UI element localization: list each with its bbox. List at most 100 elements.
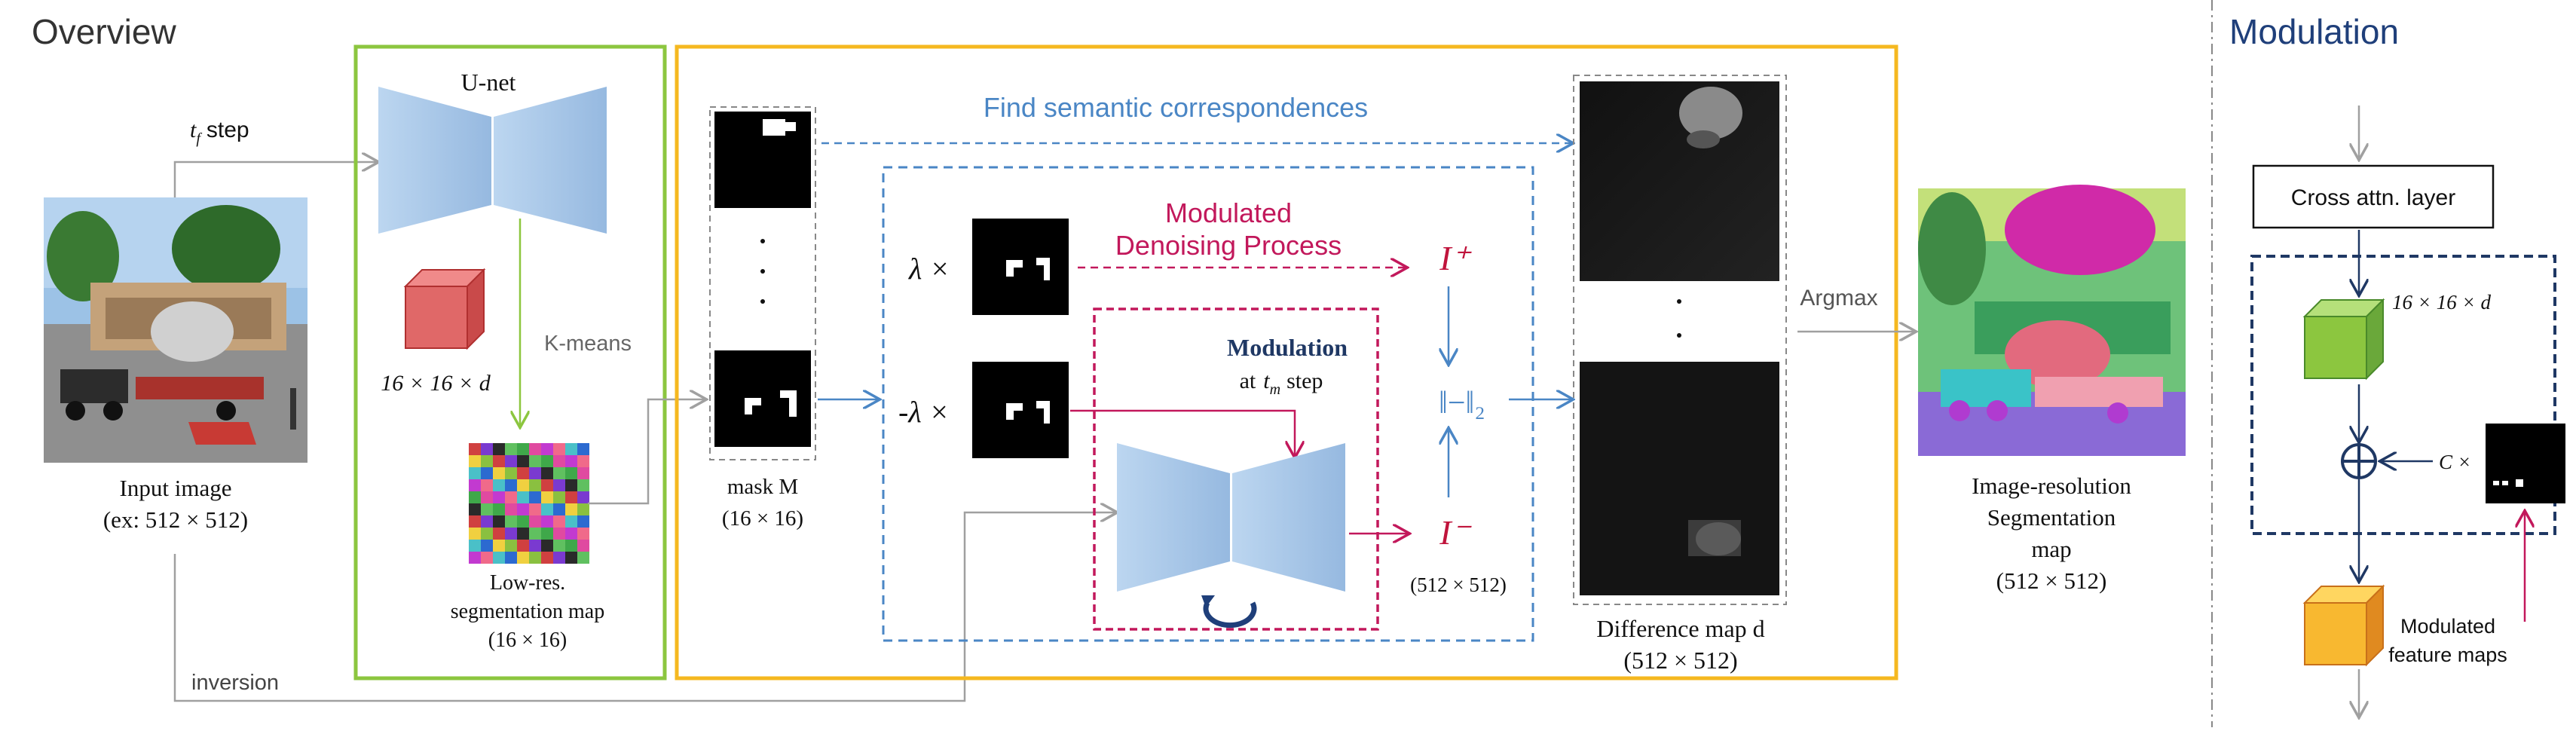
mosaic-cell	[541, 540, 553, 552]
lowres-label-2: segmentation map	[451, 600, 605, 623]
mosaic-cell	[469, 467, 481, 479]
lowres-segmentation-map	[469, 443, 589, 564]
mosaic-cell	[541, 479, 553, 491]
mod-mask	[2486, 424, 2565, 503]
orange-feature-cube	[2302, 584, 2385, 667]
mosaic-cell	[469, 552, 481, 564]
mosaic-cell	[565, 443, 577, 455]
mosaic-cell	[469, 503, 481, 515]
mosaic-cell	[517, 491, 529, 503]
mosaic-cell	[493, 528, 505, 540]
inversion-arrow	[173, 512, 1115, 702]
diff-stack-box	[1573, 75, 1787, 605]
mosaic-cell	[469, 455, 481, 467]
mosaic-cell	[517, 479, 529, 491]
mosaic-cell	[553, 540, 565, 552]
denoise-unet-shape	[1117, 443, 1345, 592]
mosaic-cell	[505, 528, 517, 540]
input-image	[44, 197, 307, 463]
mosaic-cell	[577, 515, 589, 528]
diff-map-bottom	[1580, 362, 1779, 595]
mosaic-cell	[481, 467, 493, 479]
mosaic-cell	[565, 528, 577, 540]
loop-icon	[1201, 595, 1257, 629]
mosaic-cell	[565, 552, 577, 564]
mosaic-cell	[541, 515, 553, 528]
unet-frame	[353, 44, 667, 681]
mosaic-cell	[517, 443, 529, 455]
mosaic-cell	[541, 552, 553, 564]
green-feature-cube	[2302, 298, 2385, 381]
i-size-label: (512 × 512)	[1410, 573, 1507, 596]
diff-ellipsis	[1677, 299, 1681, 338]
mosaic-cell	[481, 455, 493, 467]
kmeans-label: K-means	[544, 332, 632, 356]
mosaic-cell	[565, 479, 577, 491]
mosaic-cell	[529, 503, 541, 515]
modulated-denoising-label-2: Denoising Process	[1115, 230, 1342, 261]
seg-label-2: Segmentation	[1987, 504, 2116, 531]
correspondence-label: Find semantic correspondences	[984, 92, 1368, 123]
mosaic-cell	[481, 540, 493, 552]
mosaic-cell	[493, 443, 505, 455]
mod-output-label-1: Modulated	[2400, 615, 2495, 638]
tf-step-arrow	[173, 162, 377, 197]
mosaic-cell	[541, 528, 553, 540]
mosaic-cell	[517, 540, 529, 552]
mosaic-cell	[517, 528, 529, 540]
mosaic-cell	[469, 491, 481, 503]
mosaic-cell	[541, 491, 553, 503]
feature-cube-red	[403, 268, 486, 350]
mosaic-cell	[565, 455, 577, 467]
mosaic-cell	[553, 467, 565, 479]
mosaic-cell	[565, 467, 577, 479]
modulation-title: Modulation	[2229, 12, 2399, 51]
mosaic-cell	[493, 503, 505, 515]
input-label: Input image	[120, 475, 232, 501]
diff-map-top	[1580, 81, 1779, 281]
modulation-bold-label: Modulation	[1227, 334, 1348, 361]
mosaic-cell	[529, 443, 541, 455]
mosaic-cell	[505, 455, 517, 467]
mosaic-cell	[565, 503, 577, 515]
mosaic-cell	[529, 528, 541, 540]
diff-label: Difference map d	[1596, 615, 1764, 642]
mosaic-cell	[505, 503, 517, 515]
mosaic-cell	[493, 491, 505, 503]
mosaic-cell	[565, 515, 577, 528]
mosaic-cell	[505, 515, 517, 528]
mosaic-cell	[529, 467, 541, 479]
i-minus-label: I⁻	[1439, 513, 1472, 552]
seg-label-4: (512 × 512)	[1996, 567, 2107, 594]
mosaic-cell	[577, 528, 589, 540]
mosaic-cell	[469, 443, 481, 455]
mosaic-cell	[577, 479, 589, 491]
mask-to-modulation-arrow	[1070, 409, 1295, 456]
mosaic-cell	[505, 443, 517, 455]
mosaic-cell	[469, 528, 481, 540]
mosaic-cell	[517, 455, 529, 467]
mask-ellipsis	[760, 239, 765, 304]
mask-stack-box	[709, 106, 816, 460]
mosaic-cell	[493, 515, 505, 528]
mosaic-cell	[529, 552, 541, 564]
seg-label-1: Image-resolution	[1972, 473, 2131, 499]
mosaic-cell	[577, 443, 589, 455]
mosaic-cell	[517, 467, 529, 479]
lowres-to-mask-arrow	[588, 399, 705, 505]
unet-shape	[378, 87, 607, 234]
mosaic-cell	[493, 455, 505, 467]
mosaic-cell	[565, 540, 577, 552]
mosaic-cell	[553, 515, 565, 528]
mosaic-cell	[517, 503, 529, 515]
mosaic-cell	[493, 479, 505, 491]
mosaic-cell	[505, 479, 517, 491]
mosaic-cell	[493, 467, 505, 479]
mosaic-cell	[553, 443, 565, 455]
main-frame	[675, 44, 1898, 681]
mask-label: mask M	[727, 475, 798, 499]
mosaic-cell	[541, 443, 553, 455]
mosaic-cell	[469, 479, 481, 491]
